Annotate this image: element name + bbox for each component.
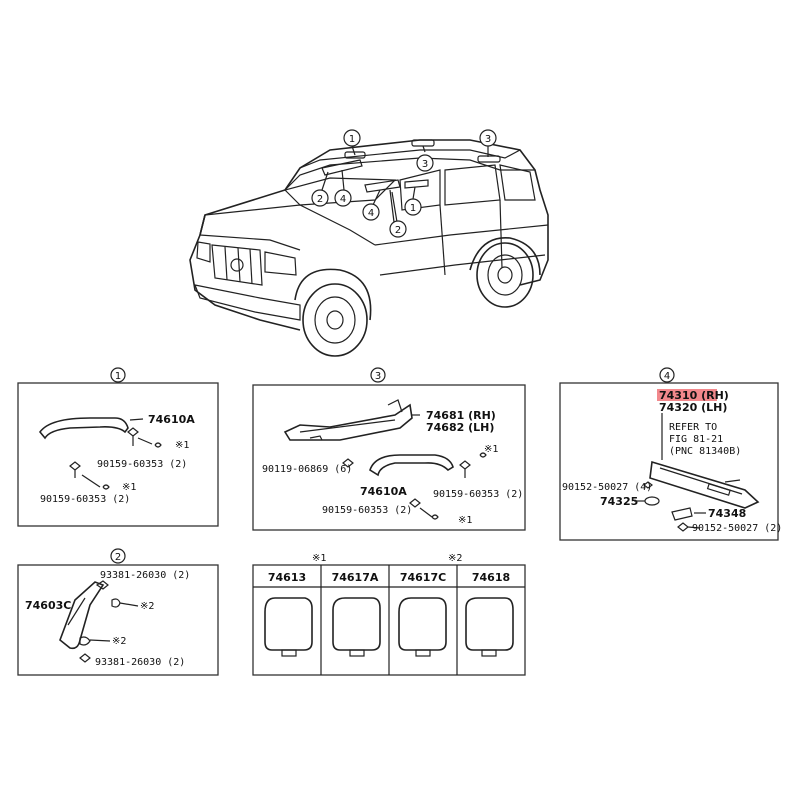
cover-label-1: 74613 xyxy=(268,571,306,584)
refer-line-3: (PNC 81340B) xyxy=(669,446,741,457)
svg-text:1: 1 xyxy=(115,371,121,382)
svg-text:1: 1 xyxy=(349,134,355,145)
bolt-p3-bottom: 90159-60353 (2) xyxy=(322,505,412,516)
svg-text:4: 4 xyxy=(664,371,670,382)
part-74603c: 74603C xyxy=(25,599,71,612)
part-74310-rh[interactable]: 74310 (RH) xyxy=(659,389,729,402)
screw-p4-left: 90152-50027 (4) xyxy=(562,482,652,493)
part-74610a-p1: 74610A xyxy=(148,413,195,426)
note-p2-b: ※2 xyxy=(112,636,126,647)
cover-74617c-shape xyxy=(398,597,447,657)
panel-1-assist-grip: 1 74610A ※1 90159-60353 (2) ※1 90159-603… xyxy=(17,367,219,527)
covers-note-2: ※2 xyxy=(448,553,462,564)
refer-line-2: FIG 81-21 xyxy=(669,434,723,445)
svg-text:1: 1 xyxy=(410,203,416,214)
part-74320-lh: 74320 (LH) xyxy=(659,401,727,414)
covers-table: ※1 ※2 74613 74617A 74617C 74618 xyxy=(252,553,526,676)
note-p3-a: ※1 xyxy=(484,444,498,455)
callout-4-left: 4 xyxy=(334,189,352,207)
part-74682-lh: 74682 (LH) xyxy=(426,421,494,434)
note-p1-b: ※1 xyxy=(122,482,136,493)
vehicle-illustration: 1 3 3 2 4 4 1 2 xyxy=(189,129,549,357)
callout-3-top-right: 3 xyxy=(479,129,497,147)
cover-label-4: 74618 xyxy=(472,571,510,584)
svg-text:3: 3 xyxy=(485,134,491,145)
refer-line-1: REFER TO xyxy=(669,422,717,433)
cover-74617a-shape xyxy=(332,597,381,657)
note-p2-a: ※2 xyxy=(140,601,154,612)
bolt-p2-bottom: 93381-26030 (2) xyxy=(95,657,185,668)
note-p3-b: ※1 xyxy=(458,515,472,526)
part-74610a-p3: 74610A xyxy=(360,485,407,498)
panel-3-assist-grip-bracket: 3 74681 (RH) 74682 (LH) ※1 90119-06869 (… xyxy=(252,367,526,531)
callout-2-center: 2 xyxy=(389,220,407,238)
callout-1-top: 1 xyxy=(343,129,361,147)
callout-3-top: 3 xyxy=(416,154,434,172)
svg-text:4: 4 xyxy=(340,194,346,205)
cover-74618-shape xyxy=(465,597,514,657)
svg-text:2: 2 xyxy=(395,225,401,236)
cover-label-2: 74617A xyxy=(332,571,379,584)
bolt-p2-top: 93381-26030 (2) xyxy=(100,570,190,581)
panel-2-assist-grip: 2 93381-26030 (2) 74603C ※2 ※2 93381-260… xyxy=(17,548,219,676)
cover-label-3: 74617C xyxy=(400,571,446,584)
callout-1-center: 1 xyxy=(404,198,422,216)
svg-text:2: 2 xyxy=(317,194,323,205)
svg-text:4: 4 xyxy=(368,208,374,219)
bolt-p1-b: 90159-60353 (2) xyxy=(40,494,130,505)
covers-note-1: ※1 xyxy=(312,553,326,564)
callout-4-center: 4 xyxy=(362,203,380,221)
panel-4-sun-visor: 4 74310 (RH) 74320 (LH) REFER TO FIG 81-… xyxy=(559,367,782,541)
svg-text:3: 3 xyxy=(422,159,428,170)
highlight-74310 xyxy=(657,389,717,401)
part-74325: 74325 xyxy=(600,495,638,508)
bolt-p3-left: 90119-06869 (6) xyxy=(262,464,352,475)
bolt-p3-right: 90159-60353 (2) xyxy=(433,489,523,500)
cover-74613-shape xyxy=(264,597,313,657)
note-p1-a: ※1 xyxy=(175,440,189,451)
svg-text:2: 2 xyxy=(115,552,121,563)
part-74348: 74348 xyxy=(708,507,746,520)
bolt-p1-a: 90159-60353 (2) xyxy=(97,459,187,470)
svg-text:3: 3 xyxy=(375,371,381,382)
part-74681-rh: 74681 (RH) xyxy=(426,409,496,422)
callout-2-left: 2 xyxy=(311,189,329,207)
screw-p4-right: 90152-50027 (2) xyxy=(692,523,782,534)
